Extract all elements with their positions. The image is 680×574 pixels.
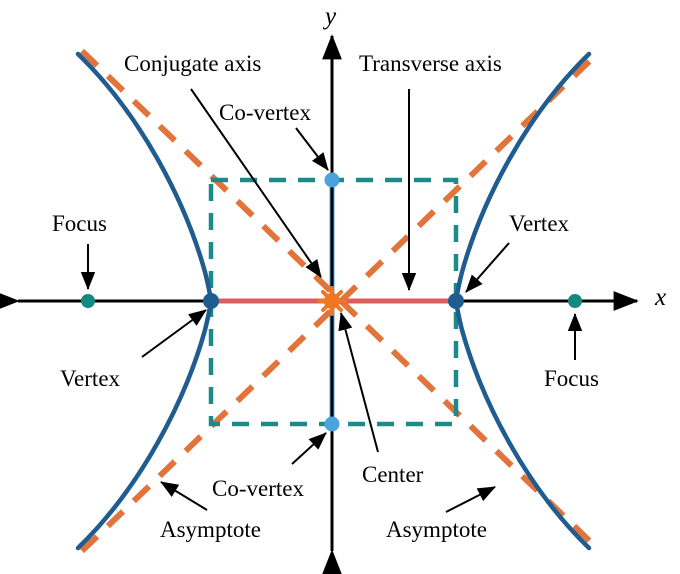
label-asymptote-right: Asymptote xyxy=(386,517,487,542)
asymptote-line-negative-slope xyxy=(79,48,603,554)
label-focus-left: Focus xyxy=(52,211,107,236)
focus-left-point xyxy=(81,294,95,308)
key-points xyxy=(81,172,582,432)
leader-center xyxy=(338,312,379,453)
label-transverse-axis: Transverse axis xyxy=(359,51,502,76)
vertex-left-point xyxy=(203,293,219,309)
asymptote-line-positive-slope xyxy=(79,48,603,554)
leader-co-vertex-top xyxy=(295,127,329,171)
x-axis-label: x xyxy=(655,284,667,311)
leader-asymptote-left xyxy=(160,481,208,511)
label-co-vertex-top: Co-vertex xyxy=(219,100,311,125)
asymptote-lines xyxy=(79,48,603,554)
label-leader-lines xyxy=(80,88,583,513)
label-conjugate-axis: Conjugate axis xyxy=(124,51,262,76)
vertex-right-point xyxy=(448,293,464,309)
center-point xyxy=(317,286,347,316)
label-center: Center xyxy=(362,462,424,487)
leader-vertex-right xyxy=(465,242,510,293)
y-axis-label: y xyxy=(325,3,337,30)
label-vertex-left: Vertex xyxy=(60,366,121,391)
leader-conjugate-axis xyxy=(190,88,322,278)
label-asymptote-left: Asymptote xyxy=(160,517,261,542)
label-co-vertex-bottom: Co-vertex xyxy=(212,476,304,501)
label-focus-right: Focus xyxy=(544,366,599,391)
leader-vertex-left xyxy=(141,309,207,358)
leader-asymptote-right xyxy=(445,486,496,513)
co-vertex-top-point xyxy=(324,172,340,188)
co-vertex-bottom-point xyxy=(324,416,340,432)
leader-co-vertex-bottom xyxy=(291,432,327,465)
coordinate-axes xyxy=(0,34,639,574)
focus-right-point xyxy=(568,294,582,308)
label-vertex-right: Vertex xyxy=(509,211,570,236)
